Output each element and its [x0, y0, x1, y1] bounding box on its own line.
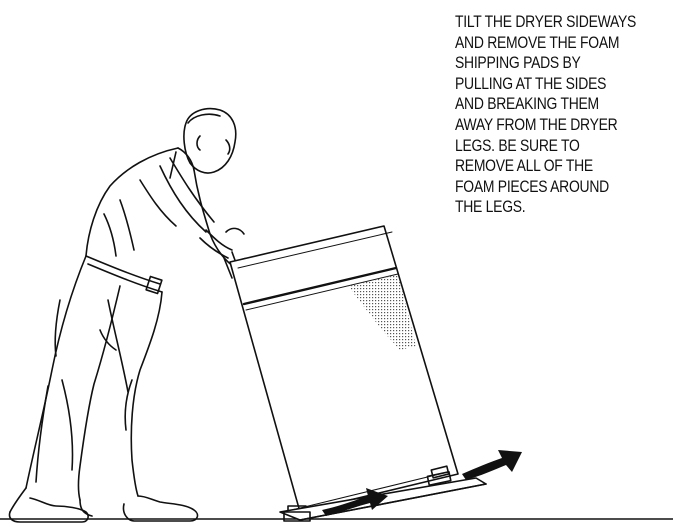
instruction-line: AND BREAKING THEM	[455, 94, 640, 115]
instruction-line: FOAM PIECES AROUND	[455, 177, 640, 198]
man-figure	[9, 109, 266, 522]
instruction-line: LEGS. BE SURE TO	[455, 136, 640, 157]
instruction-line: PULLING AT THE SIDES	[455, 74, 640, 95]
instruction-line: TILT THE DRYER SIDEWAYS	[455, 12, 640, 33]
pull-arrow-icon	[462, 450, 522, 480]
dryer	[230, 226, 458, 514]
instruction-line: THE LEGS.	[455, 197, 640, 218]
instruction-line: SHIPPING PADS BY	[455, 53, 640, 74]
instruction-line: AND REMOVE THE FOAM	[455, 33, 640, 54]
instruction-line: REMOVE ALL OF THE	[455, 156, 640, 177]
instruction-line: AWAY FROM THE DRYER	[455, 115, 640, 136]
instruction-text: TILT THE DRYER SIDEWAYS AND REMOVE THE F…	[455, 12, 640, 218]
